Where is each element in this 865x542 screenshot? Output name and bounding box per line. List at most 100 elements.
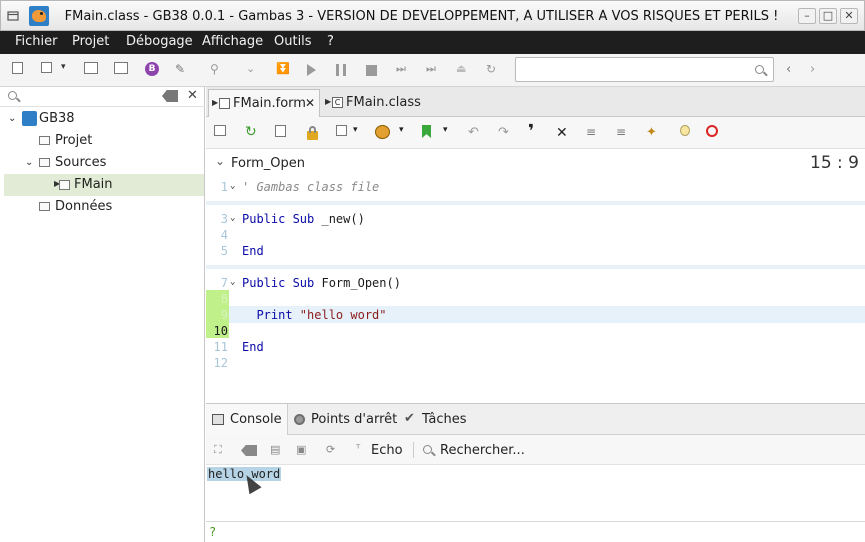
- close-button[interactable]: ✕: [840, 8, 858, 24]
- minimize-button[interactable]: –: [798, 8, 816, 24]
- procedure-separator: [206, 201, 865, 205]
- document-icon[interactable]: [275, 125, 291, 141]
- forward-icon[interactable]: ⏭: [426, 62, 436, 75]
- collapse-icon[interactable]: ⌄: [25, 157, 34, 168]
- tree-item-donnees[interactable]: Données: [0, 196, 205, 218]
- no-entry-icon[interactable]: [706, 125, 722, 141]
- code-line: ' Gambas class file: [242, 180, 380, 194]
- editor-tabs: ▶ FMain.form ✕ ▶ C FMain.class: [206, 87, 865, 117]
- expand-icon[interactable]: ▶: [54, 179, 61, 188]
- stop-icon[interactable]: [366, 65, 382, 81]
- fold-icon[interactable]: ⌄: [230, 181, 236, 191]
- console-output[interactable]: hello word: [206, 465, 865, 521]
- palette-icon[interactable]: [375, 125, 391, 141]
- tab-tasks[interactable]: ✔ Tâches: [404, 404, 474, 435]
- tab-label: Console: [230, 412, 282, 427]
- bookmark-icon[interactable]: [422, 125, 438, 141]
- palette-dropdown-icon[interactable]: ▾: [399, 125, 404, 135]
- tab-fmain-form[interactable]: ▶ FMain.form ✕: [208, 89, 320, 117]
- step-over-icon[interactable]: ⏬: [276, 62, 290, 75]
- run-icon[interactable]: [307, 64, 323, 80]
- line-number: 10: [213, 324, 228, 338]
- magic-wand-icon[interactable]: ✦: [646, 125, 657, 140]
- code-line: Print "hello word": [242, 308, 387, 322]
- line-number: 1: [220, 180, 228, 194]
- bookmark-dropdown-icon[interactable]: ▾: [443, 125, 448, 135]
- open-project-icon[interactable]: [41, 62, 57, 78]
- back-arrow-icon[interactable]: ‹: [786, 62, 792, 77]
- search-input[interactable]: [515, 57, 774, 82]
- clear-console-icon[interactable]: [241, 445, 257, 456]
- split-icon[interactable]: ▣: [296, 443, 307, 456]
- lightbulb-icon[interactable]: [677, 125, 693, 141]
- debug-icon[interactable]: B: [145, 62, 161, 78]
- tab-fmain-class[interactable]: ▶ C FMain.class: [322, 89, 434, 117]
- line-number: 11: [213, 340, 228, 354]
- tab-close-icon[interactable]: ✕: [305, 96, 316, 110]
- menu-affichage[interactable]: Affichage: [202, 34, 264, 49]
- copy-dropdown-icon[interactable]: ▾: [353, 125, 358, 135]
- gambas-logo-icon: [29, 6, 49, 26]
- link-icon[interactable]: ⚲: [210, 62, 219, 76]
- copy-console-icon[interactable]: ▤: [270, 443, 281, 456]
- search-icon[interactable]: [423, 445, 432, 454]
- tree-filter-bar: ✕: [0, 87, 205, 107]
- fullscreen-icon[interactable]: ⛶: [214, 443, 222, 456]
- refresh-icon[interactable]: ↻: [245, 124, 257, 140]
- tab-arrow-icon: ▶: [325, 97, 332, 106]
- lock-icon[interactable]: [305, 125, 321, 141]
- clear-filter-icon[interactable]: [162, 90, 178, 102]
- menu-projet[interactable]: Projet: [72, 34, 110, 49]
- fold-icon[interactable]: ⌄: [230, 213, 236, 223]
- fold-icon[interactable]: ⌄: [230, 277, 236, 287]
- uncomment-icon[interactable]: ✕: [556, 125, 568, 141]
- comment-icon[interactable]: ❜: [528, 121, 535, 142]
- unindent-icon[interactable]: ≡: [616, 125, 627, 139]
- tree-item-sources[interactable]: ⌄ Sources: [0, 152, 205, 174]
- console-search-button[interactable]: Rechercher...: [440, 443, 525, 458]
- close-filter-icon[interactable]: ✕: [187, 88, 198, 103]
- open-dropdown-icon[interactable]: ▾: [61, 62, 66, 72]
- collapse-icon[interactable]: ⌄: [8, 113, 17, 124]
- new-project-icon[interactable]: [12, 62, 28, 78]
- new-file-icon[interactable]: [214, 125, 230, 141]
- menu-debogage[interactable]: Débogage: [126, 34, 193, 49]
- reload-icon[interactable]: ⟳: [326, 443, 336, 456]
- search-icon[interactable]: [755, 65, 764, 74]
- tree-project-label: GB38: [39, 111, 75, 126]
- form-file-icon: [219, 98, 230, 109]
- tree-item-fmain[interactable]: ▶ FMain: [4, 174, 204, 196]
- pause-icon[interactable]: [336, 64, 352, 80]
- tree-project-root[interactable]: ⌄ GB38: [0, 108, 205, 130]
- save-project-icon[interactable]: [84, 62, 100, 78]
- indent-icon[interactable]: ≡: [586, 125, 597, 139]
- restart-icon[interactable]: ↻: [486, 62, 497, 76]
- step-icon[interactable]: ⏭: [396, 62, 406, 75]
- line-number: 9: [220, 308, 228, 322]
- redo-icon[interactable]: ↷: [498, 125, 509, 140]
- menu-outils[interactable]: Outils: [274, 34, 312, 49]
- undo-icon[interactable]: ↶: [468, 125, 479, 140]
- tab-console[interactable]: Console: [206, 404, 288, 435]
- forward-arrow-icon[interactable]: ›: [810, 62, 816, 77]
- echo-toggle[interactable]: Echo: [371, 443, 403, 458]
- line-number: 7: [220, 276, 228, 290]
- console-input[interactable]: ?: [206, 521, 865, 542]
- tree-item-projet[interactable]: Projet: [0, 130, 205, 152]
- code-line: Public Sub _new(): [242, 212, 365, 226]
- maximize-button[interactable]: □: [819, 8, 837, 24]
- tab-breakpoints[interactable]: Points d'arrêt: [290, 404, 400, 435]
- tools-icon[interactable]: ✎: [175, 62, 186, 76]
- eject-icon[interactable]: ⏏: [456, 62, 467, 75]
- save-as-icon[interactable]: [114, 62, 130, 78]
- code-editor[interactable]: 1 ⌄ ' Gambas class file 3 ⌄ Public Sub _…: [206, 177, 865, 403]
- step-down-icon[interactable]: ⌄: [246, 62, 256, 75]
- menu-help[interactable]: ?: [327, 34, 334, 49]
- tree-search-icon[interactable]: [8, 91, 17, 100]
- procedure-name[interactable]: Form_Open: [231, 156, 305, 171]
- window-menu-icon[interactable]: [7, 10, 19, 22]
- folder-icon: [39, 202, 50, 211]
- tab-label: FMain.class: [346, 95, 421, 110]
- menu-fichier[interactable]: Fichier: [15, 34, 58, 49]
- copy-icon[interactable]: [336, 125, 352, 141]
